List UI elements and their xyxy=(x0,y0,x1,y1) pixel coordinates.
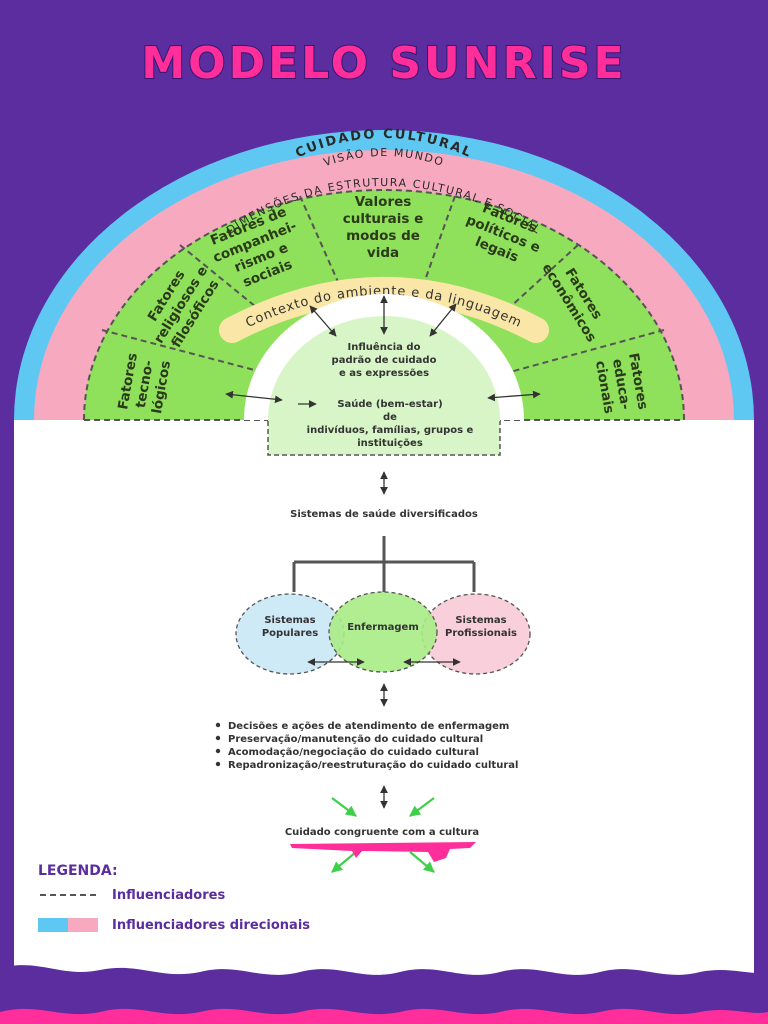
legend-dashed-label: Influenciadores xyxy=(112,888,225,903)
nursing-circle xyxy=(328,591,438,673)
popular-systems-label-1: Sistemas xyxy=(264,615,315,626)
radiating-arrows xyxy=(331,797,435,873)
health-line-3: indivíduos, famílias, grupos e xyxy=(307,424,474,436)
factor-educacionais: Fatores educa- cionais xyxy=(592,352,651,415)
decision-item: Repadronização/reestruturação do cuidado… xyxy=(228,760,518,771)
legend-title: LEGENDA: xyxy=(38,863,118,879)
svg-text:modos de: modos de xyxy=(346,228,420,244)
systems-connector xyxy=(292,536,476,592)
influence-arrows xyxy=(225,295,541,495)
influence-line-2: padrão de cuidado xyxy=(332,355,437,366)
factor-valores: Valores culturais e modos de vida xyxy=(343,194,424,261)
health-line-2: de xyxy=(383,412,397,423)
influence-line-1: Influência do xyxy=(348,341,421,353)
decisions-list: Decisões e ações de atendimento de enfer… xyxy=(215,721,518,771)
svg-text:culturais e: culturais e xyxy=(343,211,424,227)
outcome-label: Cuidado congruente com a cultura xyxy=(285,827,479,838)
context-banner xyxy=(219,277,549,343)
legend-blue-swatch xyxy=(38,918,68,932)
legend-directional-label: Influenciadores direcionais xyxy=(112,918,310,933)
decision-item: Acomodação/negociação do cuidado cultura… xyxy=(228,747,479,758)
legend-pink-swatch xyxy=(68,918,98,932)
outcome-brushstroke xyxy=(290,842,476,862)
health-line-4: instituições xyxy=(357,438,423,449)
svg-text:Valores: Valores xyxy=(355,194,412,210)
influence-line-3: e as expressões xyxy=(339,368,429,379)
nursing-label: Enfermagem xyxy=(347,622,419,633)
decision-item: Decisões e ações de atendimento de enfer… xyxy=(228,721,509,732)
health-box xyxy=(267,419,501,456)
health-line-1: Saúde (bem-estar) xyxy=(337,398,442,410)
decision-item: Preservação/manutenção do cuidado cultur… xyxy=(228,734,483,745)
health-systems-title: Sistemas de saúde diversificados xyxy=(290,508,478,520)
professional-systems-label-2: Profissionais xyxy=(445,628,517,639)
svg-text:vida: vida xyxy=(367,245,399,261)
systems-arrows xyxy=(307,658,461,809)
factor-tecnologicos: Fatores tecno- lógicos xyxy=(115,352,174,415)
purple-wave xyxy=(0,965,768,1024)
magenta-wave xyxy=(0,1008,768,1024)
professional-systems-label-1: Sistemas xyxy=(455,615,506,626)
popular-systems-label-2: Populares xyxy=(262,628,318,639)
page-title: MODELO SUNRISE xyxy=(141,38,626,89)
